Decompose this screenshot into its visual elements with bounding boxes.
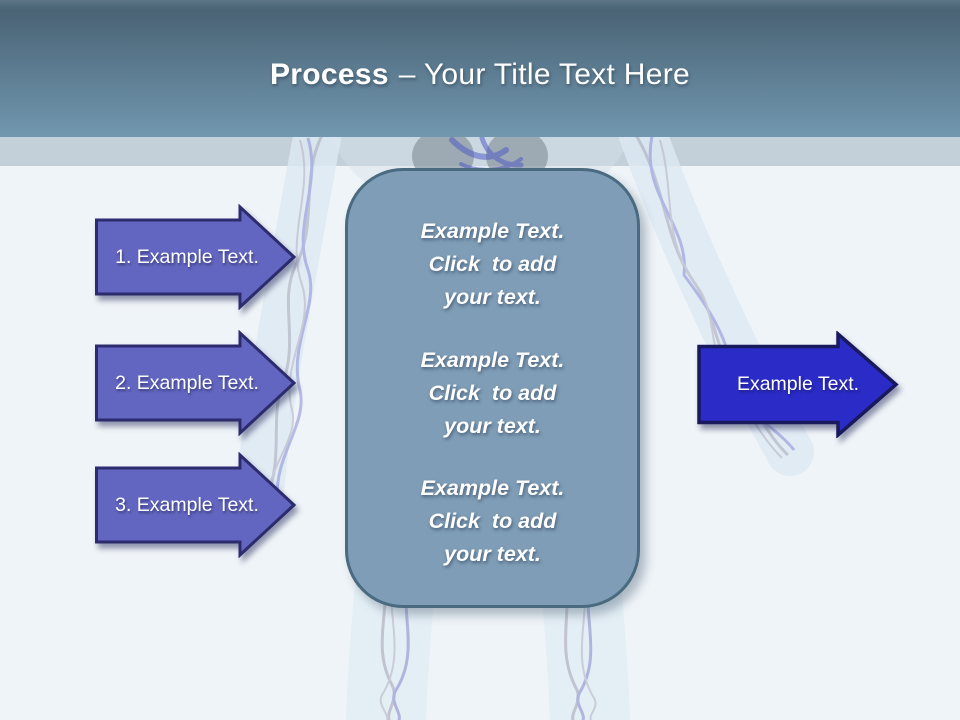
process-step-arrow-3: 3. Example Text. [95,452,297,558]
header-accent-band [0,137,960,166]
process-step-arrow-1: 1. Example Text. [95,204,297,310]
slide-title: Process – Your Title Text Here [270,46,690,92]
process-step-arrow-1-label: 1. Example Text. [115,245,259,268]
slide-title-subtitle: – Your Title Text Here [398,57,690,91]
slide-title-keyword: Process [270,57,389,91]
process-step-arrow-2-label: 2. Example Text. [115,371,259,394]
panel-text-block-2: Example Text. Click to add your text. [420,347,565,438]
result-arrow-label: Example Text. [736,373,860,395]
slide-header: Process – Your Title Text Here [0,0,960,137]
panel-text-block-1: Example Text. Click to add your text. [420,219,565,309]
right-arrow-shape-icon [95,330,297,436]
panel-text-block-3: Example Text. Click to add your text. [420,476,565,566]
center-text-panel: Example Text. Click to add your text. Ex… [345,168,640,608]
right-arrow-shape-icon [697,331,899,438]
right-arrow-shape-icon [95,452,297,558]
process-step-arrow-3-label: 3. Example Text. [115,493,259,516]
right-arrow-shape-icon [95,204,297,310]
result-arrow: Example Text. [697,331,899,438]
process-step-arrow-2: 2. Example Text. [95,330,297,436]
